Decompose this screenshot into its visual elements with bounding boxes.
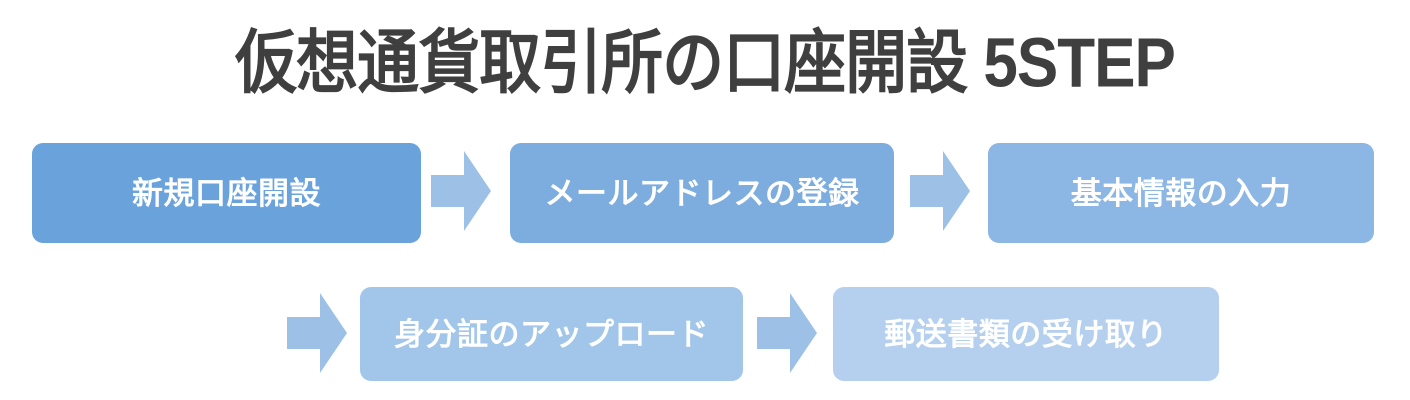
step-label-1: 新規口座開設	[132, 175, 321, 211]
step-label-2: メールアドレスの登録	[544, 175, 860, 211]
right-arrow-icon	[910, 151, 970, 231]
step-box-3[interactable]: 基本情報の入力	[988, 143, 1374, 243]
right-arrow-icon	[757, 293, 817, 373]
step-label-3: 基本情報の入力	[1070, 175, 1292, 211]
step-box-4[interactable]: 身分証のアップロード	[360, 287, 743, 381]
page-title: 仮想通貨取引所の口座開設 5STEP	[235, 24, 1176, 103]
right-arrow-icon	[431, 151, 491, 231]
step-box-1[interactable]: 新規口座開設	[32, 143, 421, 243]
right-arrow-icon	[287, 293, 347, 373]
step-label-5: 郵送書類の受け取り	[884, 316, 1168, 352]
step-label-4: 身分証のアップロード	[394, 316, 709, 352]
step-box-5[interactable]: 郵送書類の受け取り	[833, 287, 1219, 381]
step-box-2[interactable]: メールアドレスの登録	[510, 143, 894, 243]
